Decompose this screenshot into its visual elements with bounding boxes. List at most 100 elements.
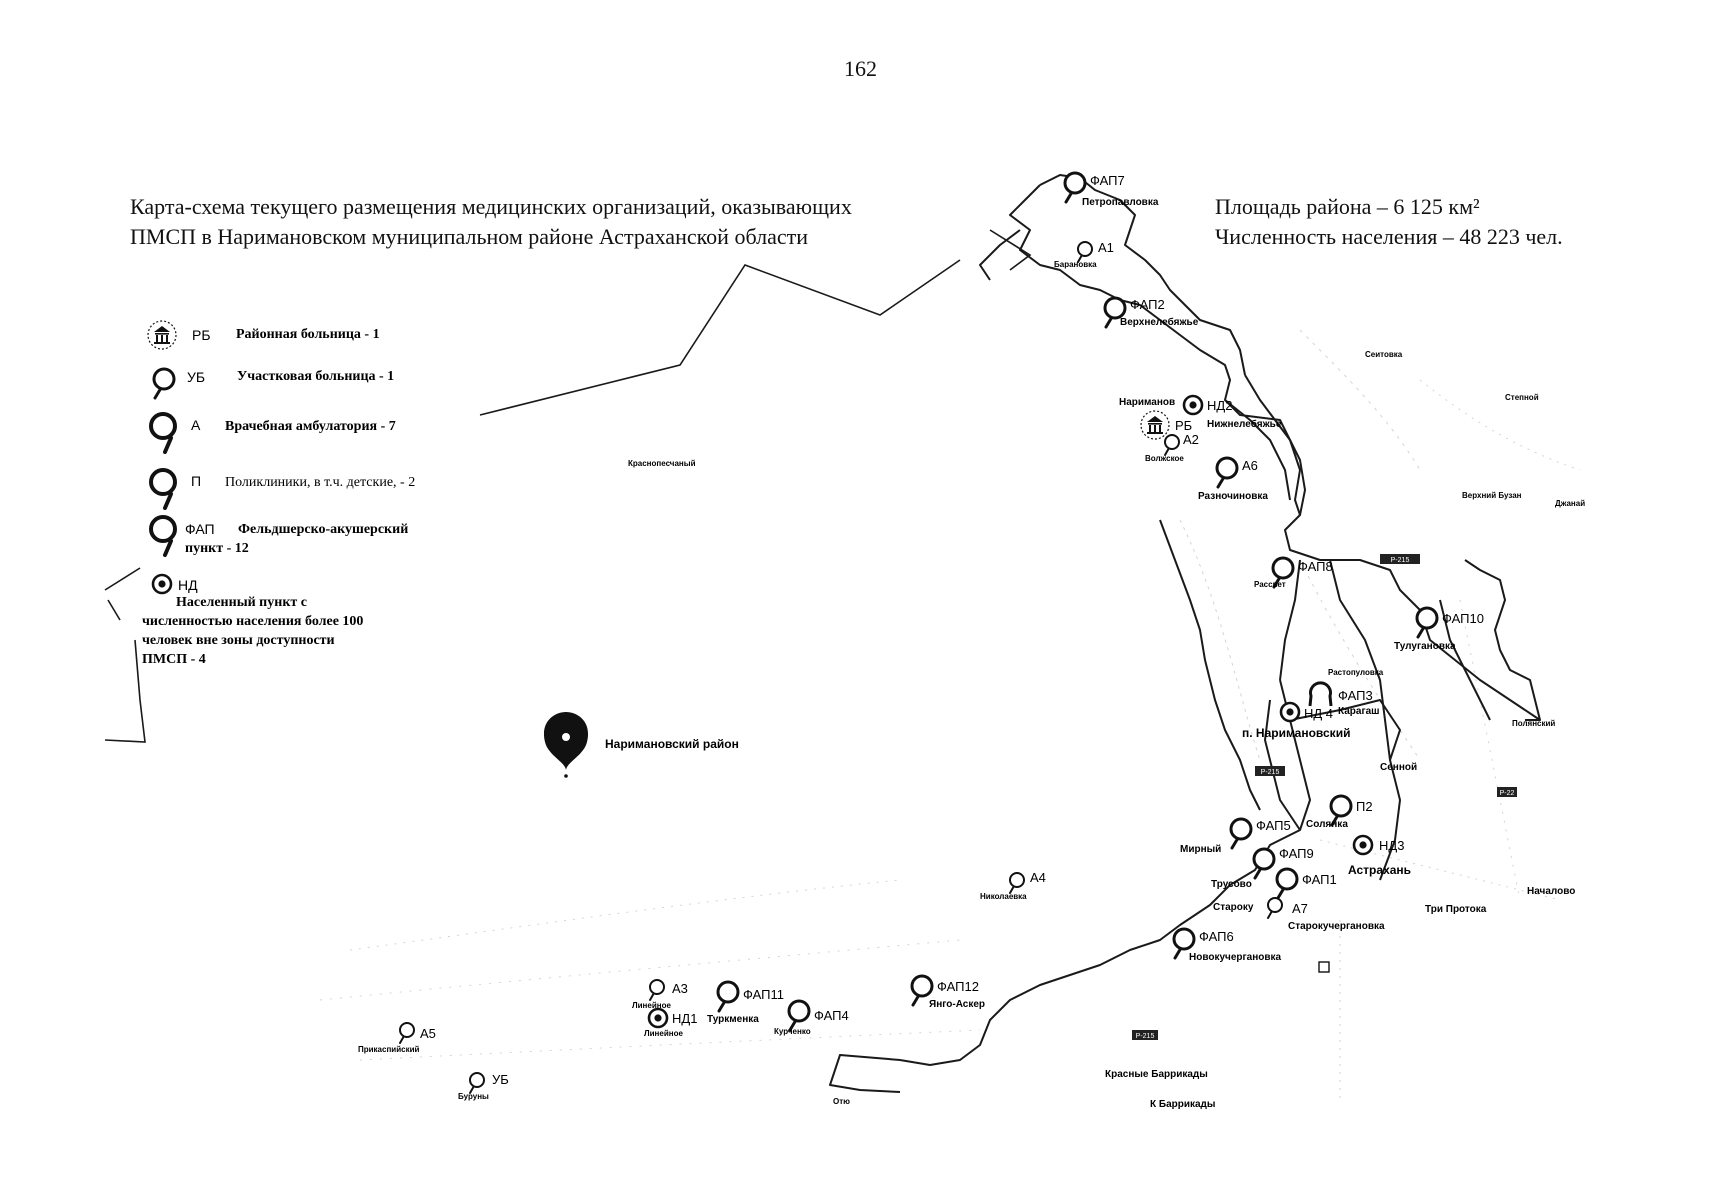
marker-nd4: НД 4 п. Наримановский bbox=[1242, 701, 1350, 740]
place-k-barrikady: К Баррикады bbox=[1150, 1099, 1215, 1110]
marker-p2: П2 Солянка bbox=[1306, 794, 1373, 830]
legend-nd-code: НД bbox=[178, 577, 198, 593]
marker-nd1-code: НД1 bbox=[672, 1011, 697, 1026]
pin-icon bbox=[1252, 847, 1276, 880]
marker-a2: А2 Волжское bbox=[1145, 432, 1199, 463]
target-icon bbox=[151, 573, 173, 595]
marker-a6-place: Разночиновка bbox=[1198, 491, 1268, 502]
marker-fap7: ФАП7 Петропавловка bbox=[1063, 171, 1159, 208]
marker-fap1: ФАП1 Астрахань bbox=[1275, 863, 1411, 900]
target-icon bbox=[1279, 701, 1301, 723]
marker-fap11-place: Туркменка bbox=[707, 1014, 759, 1025]
marker-nd2-code: НД2 bbox=[1207, 398, 1232, 413]
legend-rb: РБ Районная больница - 1 bbox=[147, 320, 380, 350]
pin-icon bbox=[152, 367, 176, 400]
place-krasnopeschany: Краснопесчаный bbox=[628, 459, 696, 468]
marker-fap10-code: ФАП10 bbox=[1442, 611, 1484, 626]
legend-fap-label-line2: пункт - 12 bbox=[185, 541, 249, 556]
marker-nd3: НД3 bbox=[1352, 834, 1404, 856]
hospital-icon bbox=[147, 320, 177, 350]
marker-fap6: ФАП6 Новокучергановка bbox=[1172, 927, 1282, 963]
legend-ub-code: УБ bbox=[187, 369, 205, 385]
marker-a3-place: Линейное bbox=[632, 1001, 671, 1010]
marker-fap12-code: ФАП12 bbox=[937, 979, 979, 994]
marker-ub: УБ Буруны bbox=[458, 1072, 509, 1101]
legend-a-code: А bbox=[191, 417, 201, 433]
legend-a: А Врачебная амбулатория - 7 bbox=[149, 412, 396, 454]
marker-nd3-code: НД3 bbox=[1379, 838, 1404, 853]
place-verkhniy-buzan: Верхний Бузан bbox=[1462, 491, 1522, 500]
marker-a2-place: Волжское bbox=[1145, 454, 1184, 463]
target-icon bbox=[1352, 834, 1374, 856]
place-krasnye-barrikady: Красные Баррикады bbox=[1105, 1069, 1208, 1080]
place-polyanskiy: Полянский bbox=[1512, 719, 1555, 728]
marker-fap3-code: ФАП3 bbox=[1338, 688, 1373, 703]
marker-fap11: ФАП11 Туркменка bbox=[707, 980, 784, 1025]
marker-nd1-place: Линейное bbox=[644, 1029, 683, 1038]
marker-fap4: ФАП4 Курченко bbox=[774, 999, 849, 1036]
legend-rb-code: РБ bbox=[192, 327, 211, 343]
road-sign-3: Р-215 bbox=[1136, 1033, 1155, 1040]
marker-fap8-place: Рассвет bbox=[1254, 580, 1286, 589]
marker-fap10-place: Тулугановка bbox=[1394, 641, 1456, 652]
legend-nd-label-line4: ПМСП - 4 bbox=[142, 652, 206, 667]
district-boundary bbox=[829, 174, 1541, 1093]
pin-icon bbox=[716, 980, 740, 1013]
map-square-marker bbox=[1318, 961, 1330, 973]
marker-fap12-place: Янго-Аскер bbox=[929, 999, 985, 1010]
marker-fap1-code: ФАП1 bbox=[1302, 872, 1337, 887]
marker-fap11-code: ФАП11 bbox=[743, 987, 784, 1002]
pin-icon bbox=[649, 979, 665, 1001]
marker-fap2-code: ФАП2 bbox=[1130, 297, 1165, 312]
district-population: Численность населения – 48 223 чел. bbox=[1215, 224, 1563, 249]
marker-a3: А3 Линейное bbox=[632, 979, 688, 1010]
marker-nd2: НД2 Нижнелебяжье bbox=[1182, 394, 1282, 430]
markers: ФАП7 Петропавловка А1 Барановка ФАП2 Вер… bbox=[358, 171, 1484, 1101]
district-stats: Площадь района – 6 125 км² Численность н… bbox=[1215, 192, 1563, 252]
legend-p-label: Поликлиники, в т.ч. детские, - 2 bbox=[225, 475, 415, 490]
marker-a4-place: Николаевка bbox=[980, 892, 1027, 901]
place-sennoy: Сенной bbox=[1380, 762, 1417, 773]
marker-p2-code: П2 bbox=[1356, 799, 1373, 814]
marker-a6-code: А6 bbox=[1242, 458, 1258, 473]
place-staroku: Староку bbox=[1213, 902, 1254, 913]
marker-a7-code: А7 bbox=[1292, 901, 1308, 916]
page-number: 162 bbox=[844, 56, 877, 81]
map-title-line-2: ПМСП в Наримановском муниципальном район… bbox=[130, 224, 808, 249]
marker-fap7-place: Петропавловка bbox=[1082, 197, 1159, 208]
marker-fap2-place: Верхнелебяжье bbox=[1120, 316, 1199, 328]
target-icon bbox=[647, 1007, 669, 1029]
place-nachalovo: Началово bbox=[1527, 886, 1575, 897]
marker-fap8: ФАП8 Рассвет bbox=[1254, 556, 1333, 589]
marker-fap3-place: Карагаш bbox=[1338, 706, 1380, 717]
pin-icon bbox=[1229, 817, 1253, 850]
district-pin: Наримановский район bbox=[543, 712, 739, 778]
marker-a5-place: Прикаспийский bbox=[358, 1045, 419, 1054]
marker-fap4-place: Курченко bbox=[774, 1027, 811, 1036]
place-stepnoy: Степной bbox=[1505, 393, 1539, 402]
marker-ub-place: Буруны bbox=[458, 1092, 489, 1101]
western-border bbox=[104, 229, 1032, 743]
legend-rb-label: Районная больница - 1 bbox=[236, 327, 380, 342]
place-names: Краснопесчаный Сеитовка Степной Верхний … bbox=[628, 350, 1585, 1110]
marker-fap1-place: Астрахань bbox=[1348, 863, 1411, 877]
marker-a4: А4 Николаевка bbox=[980, 870, 1046, 901]
marker-rb-code: РБ bbox=[1175, 418, 1192, 433]
marker-rb-place: Нариманов bbox=[1119, 397, 1175, 408]
road-sign-2: Р-215 bbox=[1261, 769, 1280, 776]
marker-fap6-code: ФАП6 bbox=[1199, 929, 1234, 944]
marker-fap6-place: Новокучергановка bbox=[1189, 952, 1282, 963]
marker-nd2-place: Нижнелебяжье bbox=[1207, 418, 1282, 430]
marker-nd4-place: п. Наримановский bbox=[1242, 726, 1350, 740]
legend-nd-label-line3: человек вне зоны доступности bbox=[142, 633, 335, 648]
legend-ub: УБ Участковая больница - 1 bbox=[152, 367, 394, 400]
district-area: Площадь района – 6 125 км² bbox=[1215, 194, 1480, 219]
legend-a-label: Врачебная амбулатория - 7 bbox=[225, 419, 396, 434]
marker-nd1: НД1 Линейное bbox=[644, 1007, 697, 1038]
legend-fap-code: ФАП bbox=[185, 521, 215, 537]
pin-icon bbox=[1275, 867, 1299, 900]
marker-fap9: ФАП9 Трусово bbox=[1211, 846, 1314, 890]
target-icon bbox=[1182, 394, 1204, 416]
marker-fap2: ФАП2 Верхнелебяжье bbox=[1103, 296, 1199, 329]
pin-icon bbox=[1164, 434, 1180, 456]
